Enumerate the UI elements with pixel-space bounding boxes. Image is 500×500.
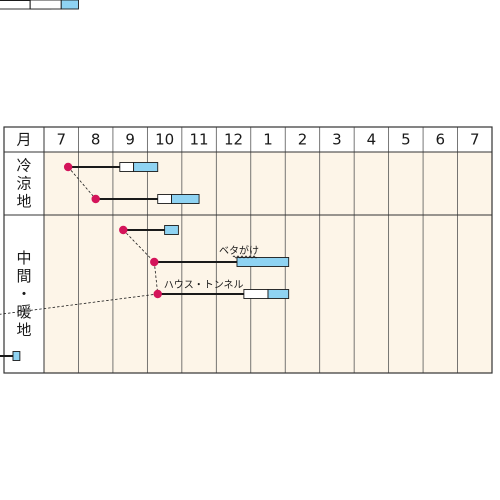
month-label: 4 bbox=[367, 131, 377, 149]
region-label-char: 涼 bbox=[16, 175, 31, 193]
harvest-period-bar bbox=[60, 0, 79, 10]
month-label: 5 bbox=[401, 131, 411, 149]
harvest-period-bar bbox=[236, 257, 290, 267]
sowing-dot bbox=[153, 289, 162, 299]
month-label: 11 bbox=[190, 131, 209, 149]
region-label-char: 地 bbox=[16, 193, 31, 211]
cover-wave-mark bbox=[232, 255, 258, 259]
covered-period-bar bbox=[243, 289, 269, 299]
harvest-period-bar bbox=[133, 162, 159, 172]
sowing-dot bbox=[119, 225, 128, 235]
month-label: 9 bbox=[125, 131, 135, 149]
month-label: 12 bbox=[224, 131, 243, 149]
month-label: 2 bbox=[298, 131, 308, 149]
month-label: 7 bbox=[470, 131, 480, 149]
region-label-char: 暖 bbox=[16, 303, 31, 321]
region-label-char: 地 bbox=[16, 321, 31, 339]
month-label: 8 bbox=[91, 131, 101, 149]
schedule-connector bbox=[122, 229, 155, 263]
covered-period-bar bbox=[157, 194, 172, 204]
covered-period-bar bbox=[0, 0, 31, 10]
month-label: 3 bbox=[332, 131, 342, 149]
month-label: 7 bbox=[56, 131, 66, 149]
cover-label: ベタがけ bbox=[219, 244, 259, 257]
sowing-dot bbox=[91, 194, 100, 204]
harvest-period-bar bbox=[171, 194, 200, 204]
month-label: 6 bbox=[436, 131, 446, 149]
month-label: 1 bbox=[263, 131, 273, 149]
header-label: 月 bbox=[16, 131, 31, 149]
sowing-dot bbox=[63, 162, 73, 172]
harvest-period-bar bbox=[12, 351, 21, 361]
table-border bbox=[3, 126, 493, 374]
region-label-char: 冷 bbox=[16, 157, 31, 175]
region-label-char: ・ bbox=[16, 285, 31, 303]
covered-period-bar bbox=[119, 162, 135, 172]
schedule-connector bbox=[153, 261, 159, 295]
schedule-connector bbox=[0, 293, 158, 315]
covered-period-bar bbox=[29, 0, 62, 10]
harvest-period-bar bbox=[267, 289, 290, 299]
month-label: 10 bbox=[155, 131, 174, 149]
sowing-dot bbox=[150, 257, 159, 267]
region-label-char: 間 bbox=[16, 267, 31, 285]
region-label-char: 中 bbox=[16, 249, 31, 267]
harvest-period-bar bbox=[164, 225, 179, 235]
cover-label: ハウス・トンネル bbox=[164, 279, 244, 291]
header-background bbox=[4, 127, 492, 152]
